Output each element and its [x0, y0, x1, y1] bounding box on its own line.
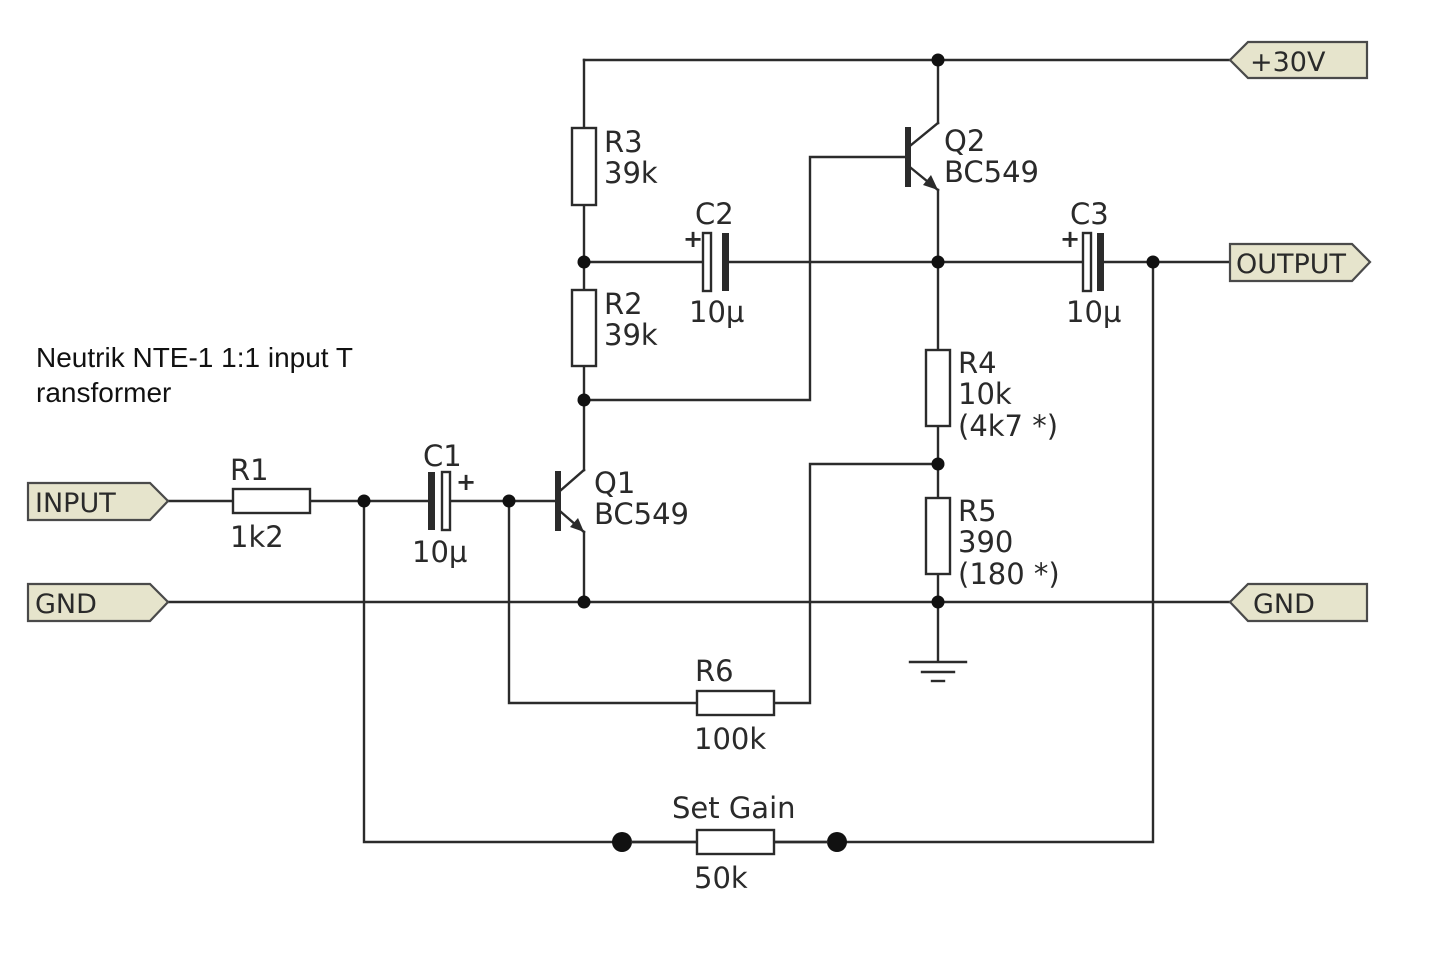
r5-value: 390	[958, 525, 1013, 559]
set-gain-label: Set Gain	[672, 791, 796, 825]
resistor-r1: R1 1k2	[230, 453, 312, 554]
port-supply-label: +30V	[1250, 47, 1326, 78]
ground-icon	[908, 660, 968, 683]
c1-value: 10µ	[412, 535, 467, 569]
r2-ref: R2	[604, 287, 643, 321]
q1-type: BC549	[594, 497, 689, 531]
c2-polarity: +	[683, 225, 703, 253]
resistor-r5: R5 390 (180 *)	[924, 494, 1060, 591]
pot-terminal-dot	[827, 832, 847, 852]
junction-dot	[357, 494, 371, 508]
port-input-label: INPUT	[35, 488, 116, 519]
junction-dot	[577, 393, 591, 407]
resistor-r4: R4 10k (4k7 *)	[924, 346, 1058, 443]
transistor-q1: Q1 BC549	[555, 466, 689, 534]
transformer-note: Neutrik NTE-1 1:1 input T ransformer	[36, 342, 353, 408]
port-output: OUTPUT	[1228, 242, 1372, 283]
port-gnd-left: GND	[26, 582, 170, 623]
junction-dot	[931, 457, 945, 471]
capacitor-c2: + C2 10µ	[683, 197, 744, 329]
wires	[166, 58, 1232, 844]
junction-dot	[502, 494, 516, 508]
c3-value: 10µ	[1066, 295, 1121, 329]
r1-value: 1k2	[230, 520, 284, 554]
resistor-set-gain: Set Gain 50k	[630, 791, 829, 895]
c3-polarity: +	[1060, 225, 1080, 253]
port-output-label: OUTPUT	[1236, 249, 1347, 280]
c1-ref: C1	[423, 439, 462, 473]
port-gnd-right: GND	[1228, 582, 1369, 623]
set-gain-value: 50k	[694, 861, 748, 895]
c3-ref: C3	[1070, 197, 1109, 231]
npn-transistor-icon	[905, 127, 911, 187]
npn-transistor-icon	[555, 471, 561, 531]
port-gnd-left-label: GND	[35, 589, 97, 620]
q1-ref: Q1	[594, 466, 635, 500]
r3-value: 39k	[604, 156, 658, 190]
port-gnd-right-label: GND	[1253, 589, 1315, 620]
capacitor-c1: + C1 10µ	[412, 439, 476, 569]
junction-dot	[931, 255, 945, 269]
r1-ref: R1	[230, 453, 269, 487]
c2-ref: C2	[695, 197, 734, 231]
junction-dot	[931, 595, 945, 609]
junction-dot	[577, 595, 591, 609]
junction-dots	[357, 53, 1160, 852]
port-input: INPUT	[26, 481, 170, 522]
r6-value: 100k	[694, 722, 766, 756]
port-supply: +30V	[1228, 40, 1369, 80]
r3-ref: R3	[604, 125, 643, 159]
q2-ref: Q2	[944, 124, 985, 158]
r5-alt-value: (180 *)	[958, 557, 1060, 591]
r2-value: 39k	[604, 318, 658, 352]
resistor-r6: R6 100k	[694, 654, 776, 756]
c1-polarity: +	[456, 468, 476, 496]
capacitor-c3: + C3 10µ	[1060, 197, 1121, 329]
junction-dot	[931, 53, 945, 67]
pot-terminal-dot	[612, 832, 632, 852]
junction-dot	[1146, 255, 1160, 269]
r4-ref: R4	[958, 346, 997, 380]
c2-value: 10µ	[689, 295, 744, 329]
r5-ref: R5	[958, 494, 997, 528]
r4-alt-value: (4k7 *)	[958, 409, 1058, 443]
r6-ref: R6	[695, 654, 734, 688]
junction-dot	[577, 255, 591, 269]
r4-value: 10k	[958, 377, 1012, 411]
resistor-r2: R2 39k	[570, 287, 658, 368]
resistor-r3: R3 39k	[570, 125, 658, 207]
q2-type: BC549	[944, 155, 1039, 189]
transistor-q2: Q2 BC549	[905, 121, 1039, 192]
